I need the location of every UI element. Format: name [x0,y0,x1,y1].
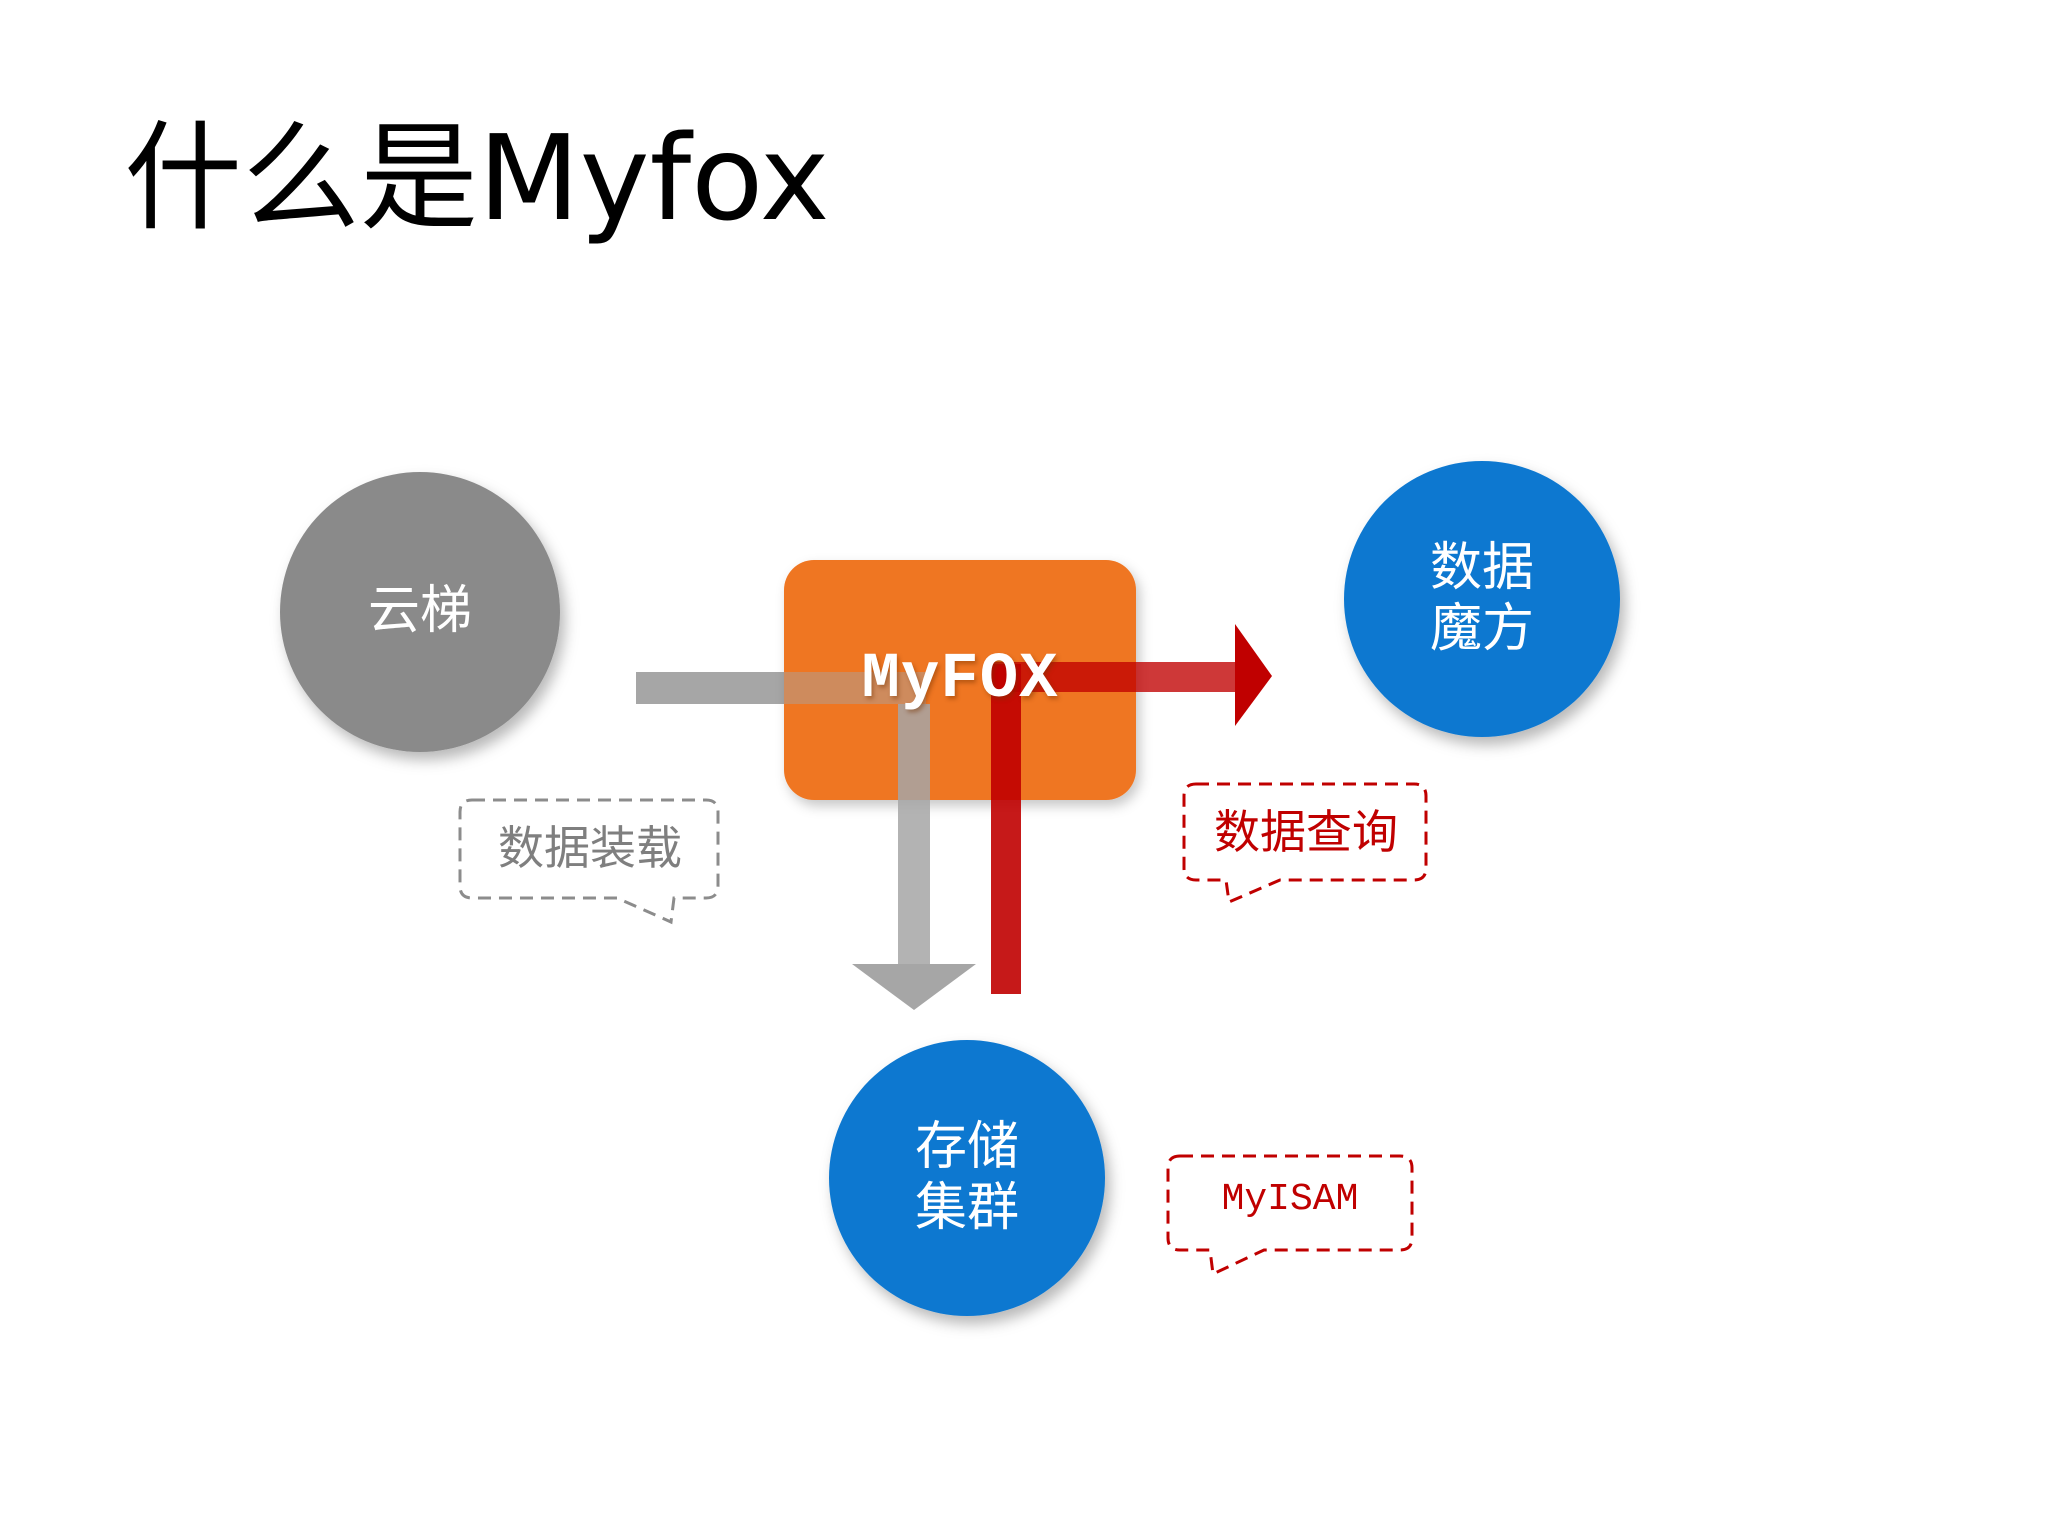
data-query-callout-border [1182,782,1428,905]
load-flow-arrowhead-down [852,964,976,1010]
data-cube-node [1344,461,1620,737]
storage-cluster-label-line2: 集群 [914,1178,1019,1238]
data-cube-label-line2: 魔方 [1429,599,1534,659]
storage-cluster-label-line1: 存储 [914,1116,1019,1177]
yunti-label: 云梯 [367,581,472,642]
query-flow-arrowhead-right [1235,624,1272,726]
storage-engine-callout-text: MyISAM [1221,1177,1359,1221]
storage-engine-callout-border [1166,1154,1414,1277]
storage-cluster-label: 存储 集群 [829,1040,1105,1316]
data-load-callout-border [458,798,720,925]
query-flow-vertical-bar [991,664,1021,994]
myfox-label: MyFOX [861,644,1059,716]
data-query-callout-text: 数据查询 [1214,805,1398,859]
storage-cluster-node [829,1040,1105,1316]
slide-title: 什么是Myfox [124,109,830,247]
yunti-node [280,472,560,752]
query-flow-horizontal-bar [991,662,1235,692]
data-cube-label: 数据 魔方 [1344,461,1620,737]
load-flow-vertical-bar [898,704,930,964]
data-cube-label-line1: 数据 [1429,537,1534,598]
myfox-box [784,560,1136,800]
data-load-callout-text: 数据装载 [498,821,682,875]
load-flow-overlap [784,672,926,704]
